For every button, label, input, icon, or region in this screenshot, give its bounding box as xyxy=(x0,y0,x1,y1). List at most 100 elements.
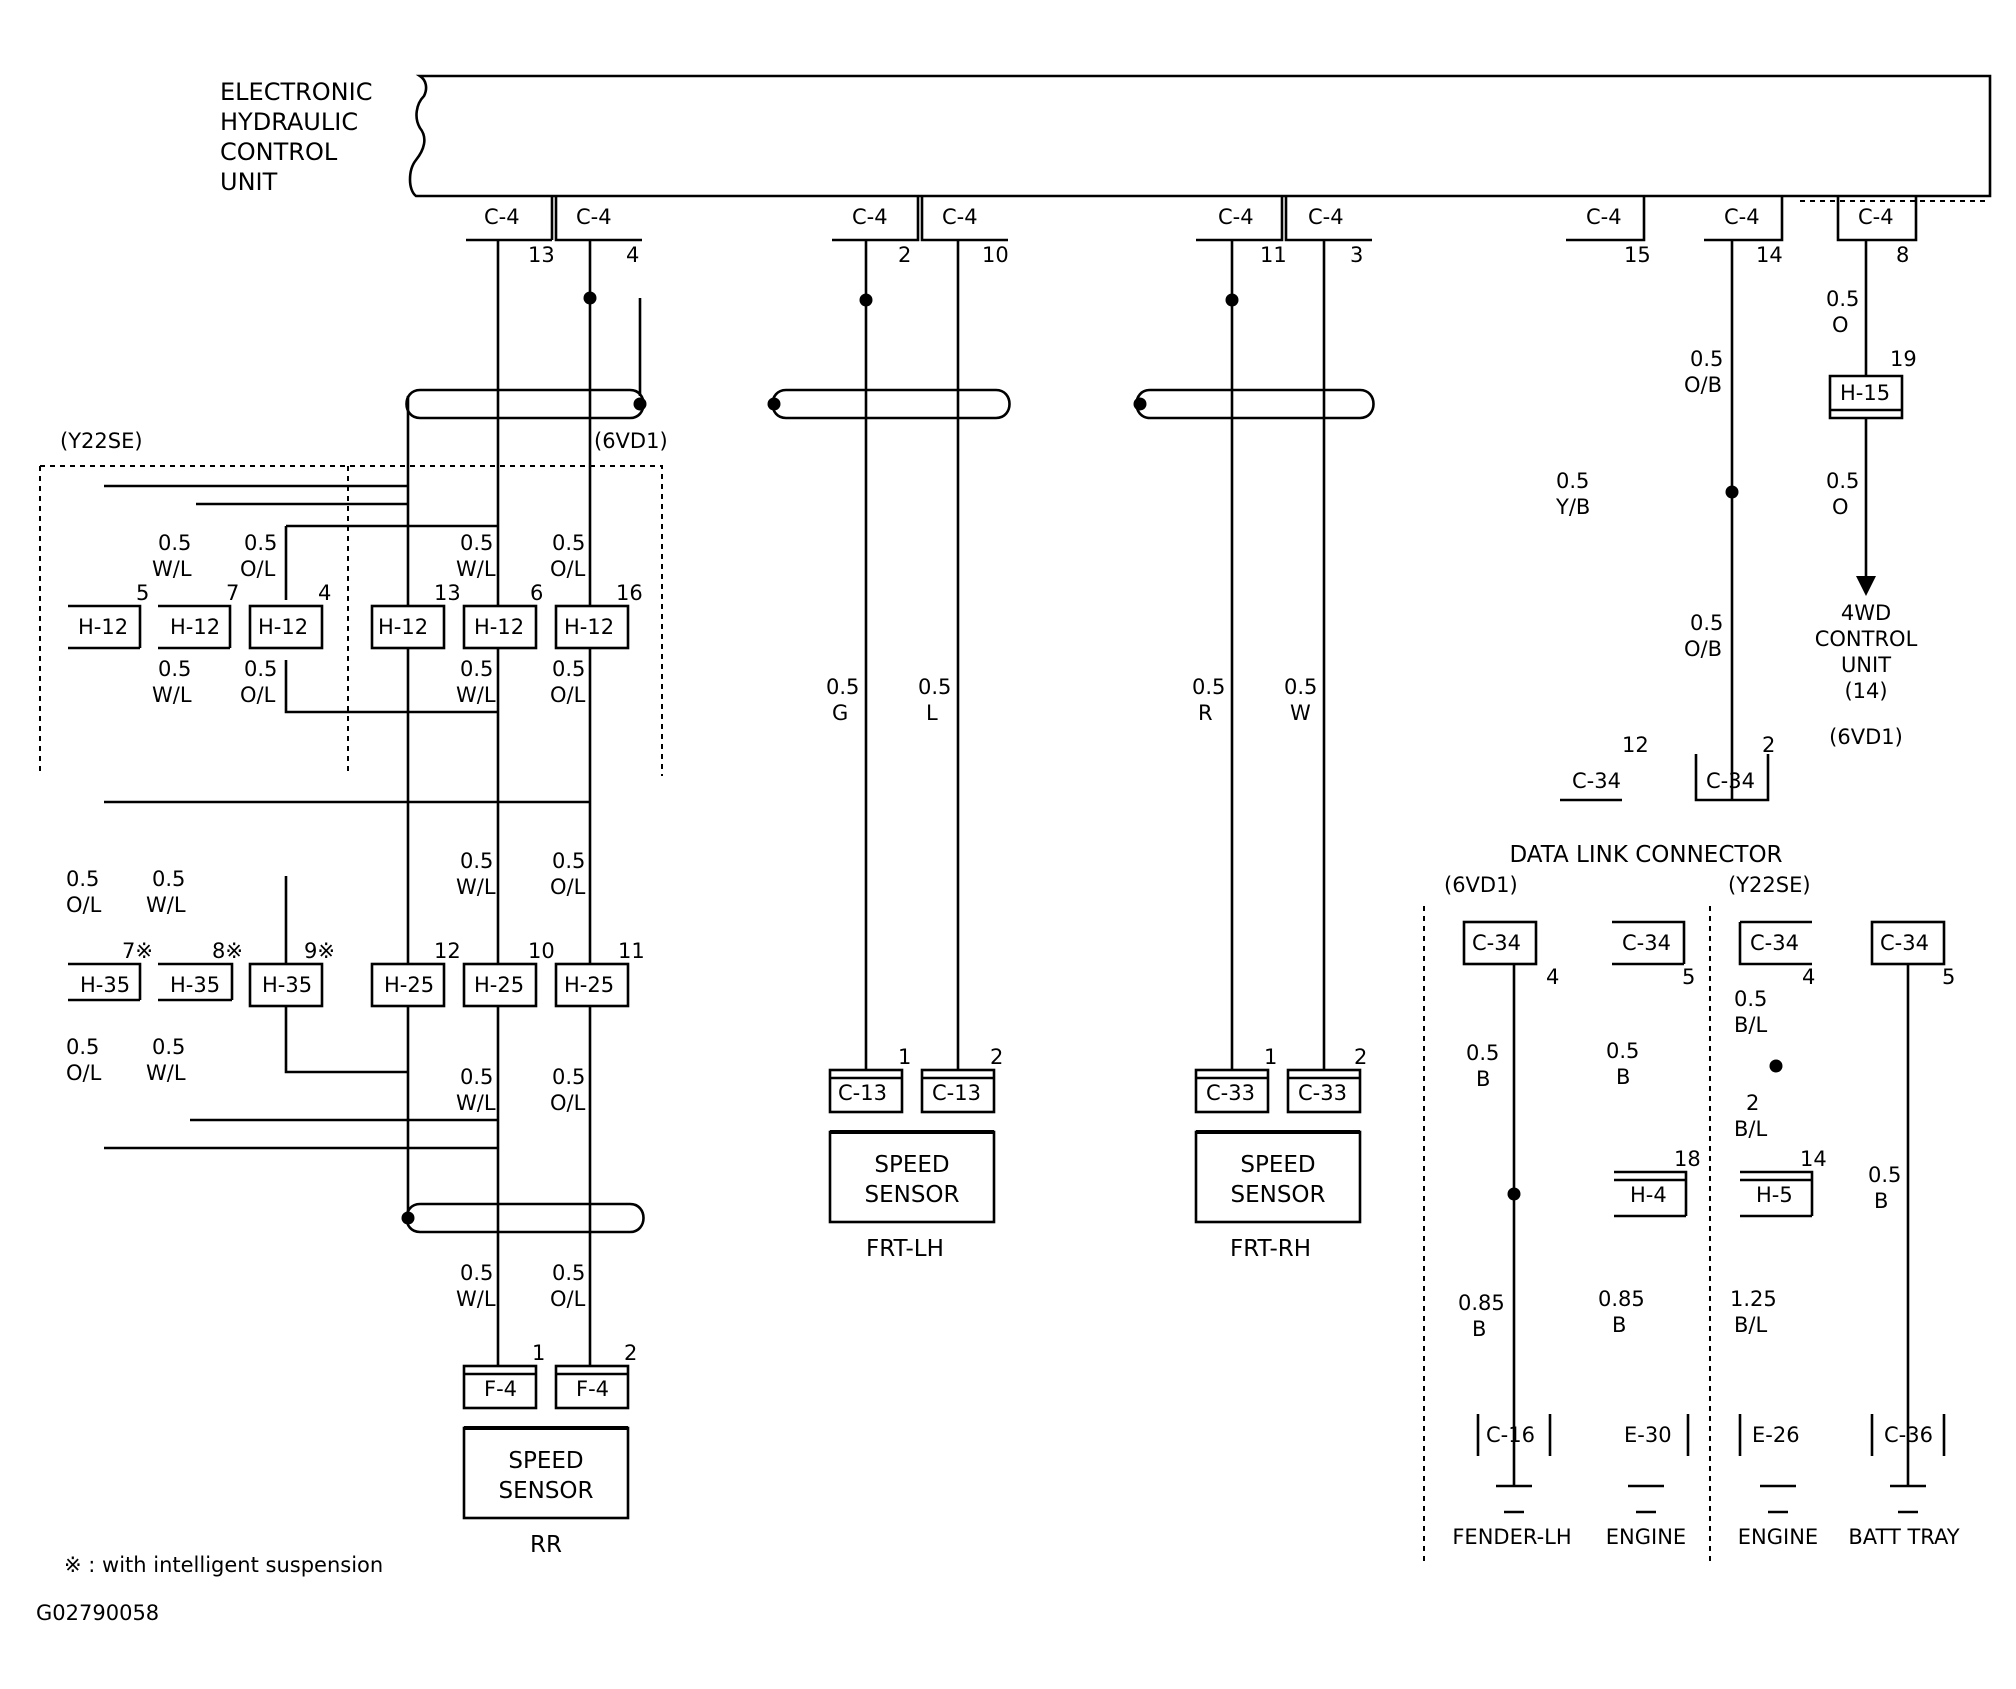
c34-label-right: C-34 xyxy=(1706,769,1755,793)
c4-pin-15: 15 xyxy=(1624,243,1651,267)
wire-color-12: O/L xyxy=(550,875,586,899)
h35-pin-8: 8※ xyxy=(212,939,243,963)
c34-label-left: C-34 xyxy=(1572,769,1621,793)
h25-pin-12: 12 xyxy=(434,939,461,963)
ground-batt-tray: BATT TRAY xyxy=(1848,1525,1959,1549)
h35-label-b: H-35 xyxy=(170,973,220,997)
wire-color-3: W/L xyxy=(456,557,496,581)
frt-lh-label: FRT-LH xyxy=(866,1236,944,1262)
frt-lh-sensor-line-2: SENSOR xyxy=(864,1182,959,1208)
dlc1-wire-size-a: 0.5 xyxy=(1466,1041,1499,1065)
h35-pin-9: 9※ xyxy=(304,939,335,963)
h5-pin-14: 14 xyxy=(1800,1147,1827,1171)
wire-size-16: 0.5 xyxy=(552,1065,585,1089)
c33-label-b: C-33 xyxy=(1298,1081,1347,1105)
h35-label-a: H-35 xyxy=(80,973,130,997)
dlc2-wire-color-a: B xyxy=(1616,1065,1630,1089)
rr-sensor-line-1: SPEED xyxy=(508,1448,583,1474)
splice-dot-ob xyxy=(1725,485,1739,499)
h12-pin-16: 16 xyxy=(616,581,643,605)
ecu-c4-pins: C-4 C-4 C-4 C-4 C-4 C-4 C-4 C-4 C-4 13 4… xyxy=(466,196,1990,267)
f4-label-a: F-4 xyxy=(484,1377,517,1401)
ecu-name-line-3: CONTROL xyxy=(220,138,338,166)
wire-size-9: 0.5 xyxy=(66,867,99,891)
rr-sensor-circuit: (6VD1) (Y22SE) 0.5 W/L 0.5 O/L 0.5 W/L 0… xyxy=(39,240,668,1558)
rr-sensor-line-2: SENSOR xyxy=(498,1478,593,1504)
ecu-block: ELECTRONIC HYDRAULIC CONTROL UNIT xyxy=(220,74,1992,198)
c4-pin-8: 8 xyxy=(1896,243,1909,267)
dlc1-wire-color-a: B xyxy=(1476,1067,1490,1091)
c4-label-g: C-4 xyxy=(1586,205,1622,229)
ecu-name-line-2: HYDRAULIC xyxy=(220,108,358,136)
wire-color-1: W/L xyxy=(152,557,192,581)
wire-size-5: 0.5 xyxy=(158,657,191,681)
h25-pin-11: 11 xyxy=(618,939,645,963)
h4-label: H-4 xyxy=(1630,1183,1667,1207)
ground-engine-b: ENGINE xyxy=(1738,1525,1818,1549)
wire-size-4: 0.5 xyxy=(552,531,585,555)
splice-dot-frt-lh xyxy=(859,293,873,307)
dlc1-wire-color-b: B xyxy=(1472,1317,1486,1341)
4wd-line-4: (14) xyxy=(1844,679,1887,703)
frt-rh-wire-color-a: R xyxy=(1198,701,1213,725)
h35-pin-7: 7※ xyxy=(122,939,153,963)
wire-size-yb: 0.5 xyxy=(1556,469,1589,493)
h12-label-b: H-12 xyxy=(170,615,220,639)
h12-label-e: H-12 xyxy=(474,615,524,639)
dlc-variant-y22se: (Y22SE) xyxy=(1728,873,1811,897)
c4-pin-13: 13 xyxy=(528,243,555,267)
dlc2-wire-size-b: 0.85 xyxy=(1598,1287,1645,1311)
c34-dlc-pin-4a: 4 xyxy=(1546,965,1559,989)
h12-pin-7: 7 xyxy=(226,581,239,605)
e26-label: E-26 xyxy=(1752,1423,1800,1447)
variant-y22se-label-a: (Y22SE) xyxy=(60,429,143,453)
wire-color-6: O/L xyxy=(240,683,276,707)
wire-size-15: 0.5 xyxy=(460,1065,493,1089)
frt-lh-wire-size-a: 0.5 xyxy=(826,675,859,699)
h12-pin-6: 6 xyxy=(530,581,543,605)
rr-label: RR xyxy=(530,1532,562,1558)
wire-color-ob-a: O/B xyxy=(1684,373,1722,397)
h25-pin-10: 10 xyxy=(528,939,555,963)
c4-pin-2: 2 xyxy=(898,243,911,267)
arrow-to-4wd xyxy=(1856,576,1876,596)
wire-color-17: W/L xyxy=(456,1287,496,1311)
splice-dot-dlc-3 xyxy=(1769,1059,1783,1073)
shield-ground-dot-b xyxy=(401,1211,415,1225)
dlc3-wire-color-a: B/L xyxy=(1734,1013,1767,1037)
c4-label-e: C-4 xyxy=(1218,205,1254,229)
wire-color-10: W/L xyxy=(146,893,186,917)
c4-pin-10: 10 xyxy=(982,243,1009,267)
wire-size-8: 0.5 xyxy=(552,657,585,681)
c4-pin-3: 3 xyxy=(1350,243,1363,267)
c4-label-d: C-4 xyxy=(942,205,978,229)
wire-size-14: 0.5 xyxy=(152,1035,185,1059)
wire-size-o-b: 0.5 xyxy=(1826,469,1859,493)
frt-lh-sensor-line-1: SPEED xyxy=(874,1152,949,1178)
h12-label-c: H-12 xyxy=(258,615,308,639)
h12-pin-13: 13 xyxy=(434,581,461,605)
wire-size-1: 0.5 xyxy=(158,531,191,555)
dlc3-wire-color-c: B/L xyxy=(1734,1313,1767,1337)
f4-pin-1: 1 xyxy=(532,1341,545,1365)
wire-color-13: O/L xyxy=(66,1061,102,1085)
e30-label: E-30 xyxy=(1624,1423,1672,1447)
wire-size-10: 0.5 xyxy=(152,867,185,891)
wire-color-o-b: O xyxy=(1832,495,1849,519)
dlc3-wire-size-c: 1.25 xyxy=(1730,1287,1777,1311)
wire-size-3: 0.5 xyxy=(460,531,493,555)
frt-lh-wire-size-b: 0.5 xyxy=(918,675,951,699)
wire-color-7: W/L xyxy=(456,683,496,707)
wire-color-ob-b: O/B xyxy=(1684,637,1722,661)
frt-rh-sensor-circuit: 0.5 R 0.5 W C-33 C-33 1 2 SPEED SENSOR F… xyxy=(1133,240,1375,1262)
c4-label-h: C-4 xyxy=(1724,205,1760,229)
c34-dlc-label-3: C-34 xyxy=(1750,931,1799,955)
dlc-variant-6vd1: (6VD1) xyxy=(1444,873,1518,897)
wire-color-8: O/L xyxy=(550,683,586,707)
dlc2-wire-size-a: 0.5 xyxy=(1606,1039,1639,1063)
dlc4-wire-color-a: B xyxy=(1874,1189,1888,1213)
ground-engine-a: ENGINE xyxy=(1606,1525,1686,1549)
frt-lh-sensor-circuit: 0.5 G 0.5 L C-13 C-13 1 2 SPEED SENSOR F… xyxy=(767,240,1011,1262)
splice-dot-c4-4 xyxy=(583,291,597,305)
h12-pin-4: 4 xyxy=(318,581,331,605)
